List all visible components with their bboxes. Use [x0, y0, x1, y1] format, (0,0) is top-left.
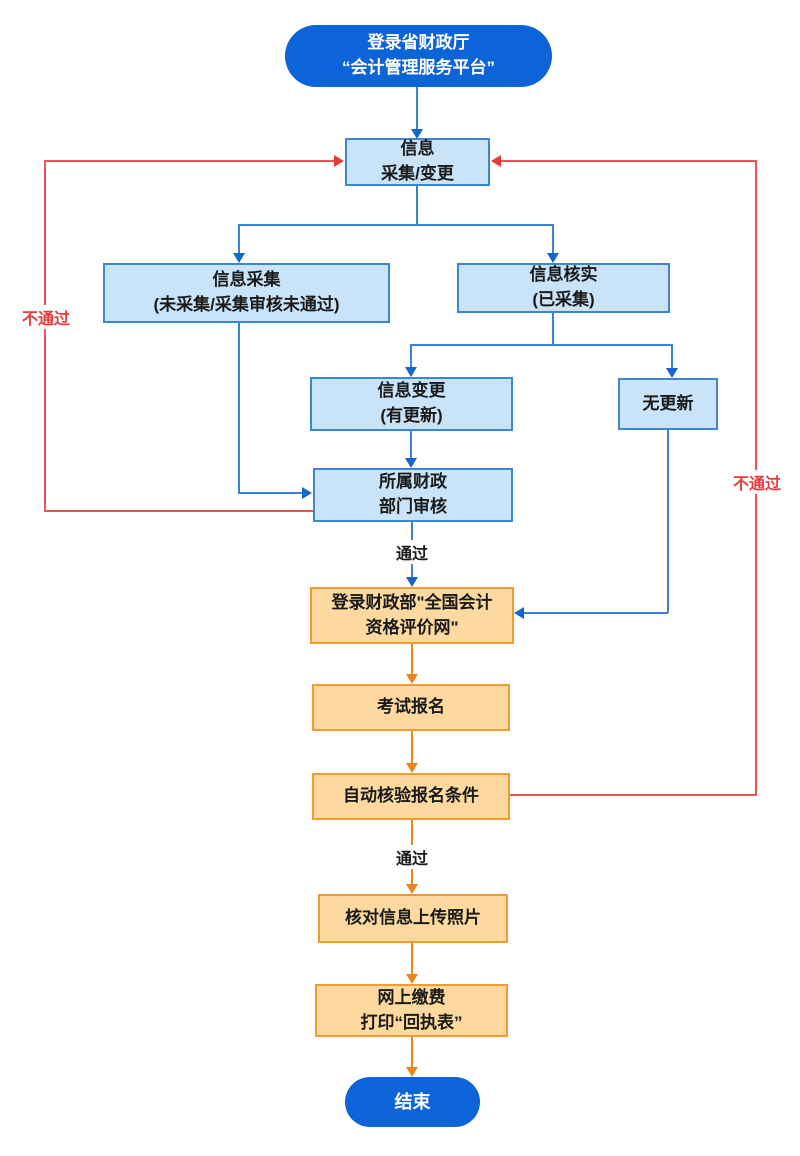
edge-verify-horizontal-line — [410, 344, 673, 346]
arrowhead-down-icon — [406, 1067, 418, 1077]
edge-fail-left-top-line — [44, 160, 334, 162]
arrowhead-down-icon — [233, 253, 245, 263]
edge-payprint-down-line — [411, 1037, 413, 1068]
edge-verify-left-line — [410, 344, 412, 368]
edge-start-line — [416, 87, 418, 130]
arrowhead-down-icon — [405, 367, 417, 377]
arrowhead-down-icon — [406, 674, 418, 684]
node-finance-review: 所属财政 部门审核 — [313, 468, 513, 522]
node-login-mof: 登录财政部"全国会计 资格评价网" — [310, 587, 514, 644]
edge-mof-down-line — [411, 644, 413, 675]
edge-fail-right-top-line — [501, 160, 757, 162]
edge-update-down-line — [410, 431, 412, 459]
edge-verify-stem-line — [552, 313, 554, 345]
arrowhead-down-icon — [406, 763, 418, 773]
arrowhead-left-icon — [491, 155, 501, 167]
edge-noupdate-down-line — [667, 430, 669, 613]
edge-fail-left-vertical-line — [44, 161, 46, 512]
edge-checkphoto-down-line — [411, 943, 413, 975]
arrowhead-right-icon — [302, 487, 312, 499]
arrowhead-down-icon — [547, 253, 559, 263]
edge-branch-right-line — [552, 224, 554, 254]
node-auto-verify: 自动核验报名条件 — [312, 773, 510, 820]
arrowhead-down-icon — [411, 129, 423, 139]
edge-noupdate-left-line — [524, 612, 668, 614]
edge-branch-left-line — [238, 224, 240, 254]
arrowhead-right-icon — [334, 155, 344, 167]
node-info-collect-change: 信息 采集/变更 — [345, 138, 490, 186]
edge-label-pass-review: 通过 — [392, 540, 432, 564]
edge-fail-right-bottom-line — [510, 794, 757, 796]
edge-register-down-line — [411, 731, 413, 764]
node-exam-registration: 考试报名 — [312, 684, 510, 731]
node-pay-print: 网上缴费 打印“回执表” — [315, 984, 508, 1037]
arrowhead-left-icon — [514, 607, 524, 619]
node-end: 结束 — [345, 1077, 480, 1127]
edge-label-fail-right: 不通过 — [729, 470, 785, 494]
node-start: 登录省财政厅 “会计管理服务平台” — [285, 25, 552, 87]
node-no-update: 无更新 — [618, 378, 718, 430]
arrowhead-down-icon — [406, 974, 418, 984]
edge-verify-right-line — [671, 344, 673, 369]
edge-fail-left-bottom-line — [44, 510, 313, 512]
arrowhead-down-icon — [405, 458, 417, 468]
edge-label-fail-left: 不通过 — [18, 305, 74, 329]
edge-branch-stem-line — [416, 186, 418, 224]
edge-branch-horizontal-line — [238, 224, 554, 226]
arrowhead-down-icon — [666, 368, 678, 378]
node-info-verification: 信息核实 (已采集) — [457, 263, 670, 313]
edge-collection-down-line — [238, 323, 240, 494]
node-info-update: 信息变更 (有更新) — [310, 377, 513, 431]
arrowhead-down-icon — [406, 577, 418, 587]
node-info-collection: 信息采集 (未采集/采集审核未通过) — [103, 263, 390, 323]
edge-label-pass-verify: 通过 — [392, 845, 432, 869]
node-check-upload-photo: 核对信息上传照片 — [318, 894, 508, 943]
arrowhead-down-icon — [406, 884, 418, 894]
edge-collection-right-line — [238, 492, 302, 494]
